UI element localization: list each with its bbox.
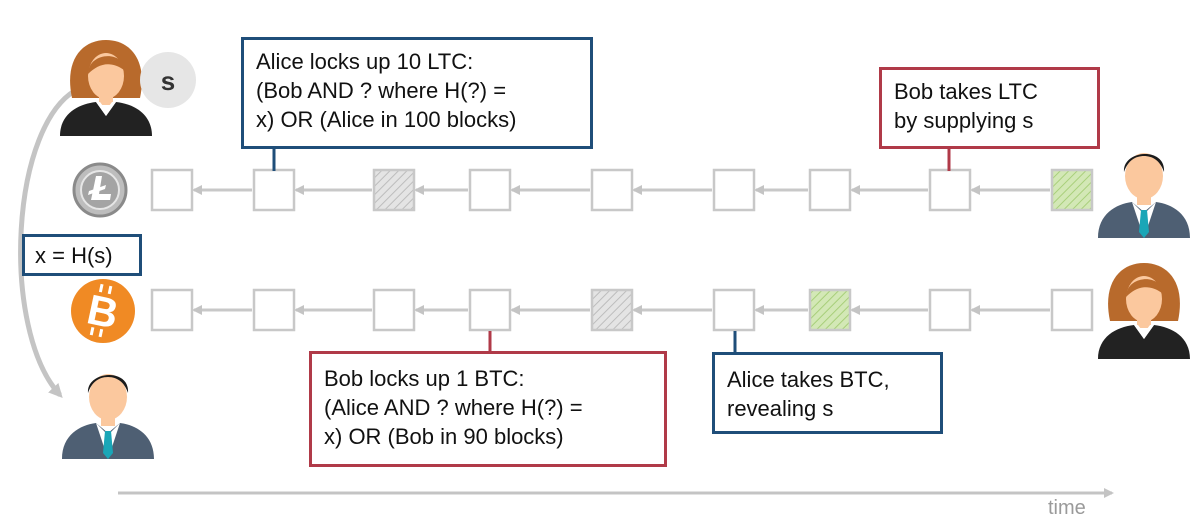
alice-lock-line-3: x) OR (Alice in 100 blocks) [256, 107, 517, 132]
ltc-lock-block [372, 168, 416, 212]
alice-lock-line-1: Alice locks up 10 LTC: [256, 49, 474, 74]
bob-lock-callout: Bob locks up 1 BTC: (Alice AND ? where H… [309, 351, 667, 467]
ltc-block [468, 168, 512, 212]
alice-avatar-icon [60, 40, 152, 136]
bob-lock-line-1: Bob locks up 1 BTC: [324, 366, 525, 391]
alice-lock-line-2: (Bob AND ? where H(?) = [256, 78, 507, 103]
btc-block [468, 288, 512, 332]
btc-block [150, 288, 194, 332]
ltc-claim-block [1050, 168, 1094, 212]
secret-s-bubble [140, 52, 196, 108]
ltc-block [150, 168, 194, 212]
btc-lock-block [590, 288, 634, 332]
bob-lock-line-2: (Alice AND ? where H(?) = [324, 395, 583, 420]
alice-takes-line-1: Alice takes BTC, [727, 367, 890, 392]
bob-lock-line-3: x) OR (Bob in 90 blocks) [324, 424, 564, 449]
btc-block [1050, 288, 1094, 332]
bob-avatar-right-icon [1098, 153, 1190, 238]
bob-takes-line-1: Bob takes LTC [894, 79, 1038, 104]
ltc-block [808, 168, 852, 212]
bob-takes-line-2: by supplying s [894, 108, 1034, 133]
btc-claim-block [808, 288, 852, 332]
alice-lock-callout: Alice locks up 10 LTC: (Bob AND ? where … [241, 37, 593, 149]
btc-block [712, 288, 756, 332]
bitcoin-logo-icon: B [71, 279, 135, 343]
bob-avatar-icon [62, 374, 154, 459]
btc-block [372, 288, 416, 332]
alice-takes-callout: Alice takes BTC, revealing s [712, 352, 943, 434]
btc-block [252, 288, 296, 332]
hash-box: x = H(s) [22, 234, 142, 276]
bob-takes-callout: Bob takes LTC by supplying s [879, 67, 1100, 149]
secret-s-text: s [161, 66, 175, 96]
bitcoin-chain [150, 288, 1094, 332]
btc-block [928, 288, 972, 332]
ltc-block [590, 168, 634, 212]
secret-transfer-arrow [18, 85, 82, 398]
alice-takes-line-2: revealing s [727, 396, 834, 421]
alice-avatar-right-icon [1098, 263, 1190, 359]
ltc-block [928, 168, 972, 212]
hash-box-text: x = H(s) [35, 243, 113, 268]
ltc-block [252, 168, 296, 212]
litecoin-chain [150, 168, 1094, 212]
litecoin-logo-icon [72, 162, 128, 218]
time-axis-label: time [1048, 497, 1086, 519]
ltc-block [712, 168, 756, 212]
